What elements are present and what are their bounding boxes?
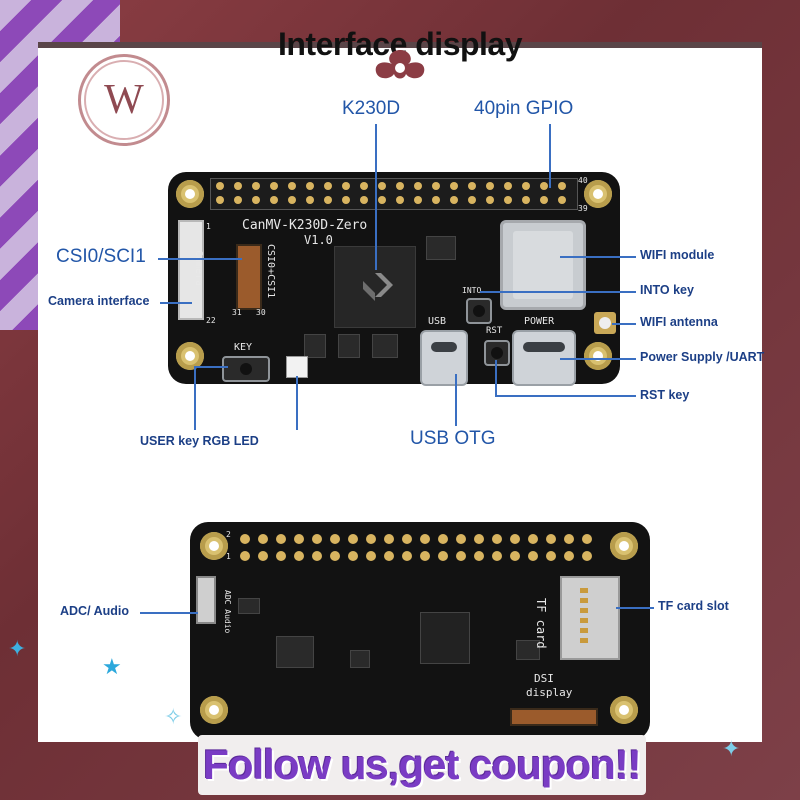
usb-otg-port[interactable] bbox=[420, 330, 468, 386]
label-gpio: 40pin GPIO bbox=[474, 98, 574, 119]
silk-pin-40: 40 bbox=[578, 176, 588, 185]
star-icon: ✧ bbox=[164, 704, 183, 729]
into-key-button[interactable] bbox=[466, 298, 492, 324]
dsi-display-connector bbox=[510, 708, 598, 726]
gpio-pads-icon bbox=[240, 534, 592, 561]
label-wifi-antenna: WIFI antenna bbox=[640, 315, 718, 329]
small-ic bbox=[516, 640, 540, 660]
label-into-key: INTO key bbox=[640, 283, 694, 297]
label-camera-interface: Camera interface bbox=[48, 294, 150, 308]
silk-camera: Camera bbox=[193, 250, 204, 287]
panel-top-bar bbox=[38, 42, 762, 48]
silk-fpc-30: 30 bbox=[256, 308, 266, 317]
coupon-banner[interactable]: Follow us,get coupon!! bbox=[198, 735, 646, 795]
mount-hole bbox=[584, 342, 612, 370]
mount-hole bbox=[200, 696, 228, 724]
label-tf-card-slot: TF card slot bbox=[658, 599, 729, 613]
silk-version: V1.0 bbox=[304, 233, 333, 247]
wifi-module bbox=[500, 220, 586, 310]
label-k230d: K230D bbox=[342, 98, 401, 119]
k230d-logo-icon bbox=[363, 273, 393, 301]
label-adc-audio: ADC/ Audio bbox=[60, 604, 129, 618]
small-ic bbox=[338, 334, 360, 358]
label-wifi-module: WIFI module bbox=[640, 248, 715, 262]
silk-pin-1: 1 bbox=[226, 552, 231, 561]
tf-card-slot[interactable] bbox=[560, 576, 620, 660]
star-icon: ✦ bbox=[8, 636, 27, 661]
logo-letter: W bbox=[84, 60, 164, 140]
star-icon: ✦ bbox=[722, 736, 741, 761]
silk-usb: USB bbox=[428, 316, 447, 327]
mount-hole bbox=[584, 180, 612, 208]
label-csi: CSI0/SCI1 bbox=[56, 246, 146, 267]
mount-hole bbox=[610, 696, 638, 724]
silk-adc-audio: ADC Audio bbox=[223, 590, 232, 634]
rgb-led bbox=[286, 356, 308, 378]
silk-board-name: CanMV-K230D-Zero bbox=[242, 218, 368, 233]
csi-fpc-connector bbox=[236, 244, 262, 310]
small-ic bbox=[372, 334, 398, 358]
gpio-pins-icon bbox=[216, 182, 566, 204]
silk-power: POWER bbox=[524, 316, 555, 327]
silk-key: KEY bbox=[234, 342, 253, 353]
banner-text: Follow us,get coupon!! bbox=[203, 741, 642, 788]
small-ic bbox=[304, 334, 326, 358]
star-icon: ★ bbox=[102, 654, 122, 679]
silk-display: display bbox=[526, 686, 573, 699]
mount-hole bbox=[176, 180, 204, 208]
label-power-supply: Power Supply /UART bbox=[640, 350, 765, 364]
small-ic bbox=[276, 636, 314, 668]
silk-fpc-1: 1 bbox=[206, 222, 211, 231]
silk-rst: RST bbox=[486, 326, 503, 336]
mount-hole bbox=[176, 342, 204, 370]
wifi-antenna-connector bbox=[594, 312, 616, 334]
small-ic bbox=[350, 650, 370, 668]
label-usb-otg: USB OTG bbox=[410, 428, 496, 449]
small-ic bbox=[420, 612, 470, 664]
silk-csi: CSI0+CSI1 bbox=[265, 244, 276, 299]
adc-audio-connector bbox=[196, 576, 216, 624]
small-ic bbox=[426, 236, 456, 260]
small-ic bbox=[238, 598, 260, 614]
silk-fpc-31: 31 bbox=[232, 308, 242, 317]
label-user-key-rgb: USER key RGB LED bbox=[140, 434, 259, 448]
silk-fpc-22: 22 bbox=[206, 316, 216, 325]
mount-hole bbox=[200, 532, 228, 560]
user-key-button[interactable] bbox=[222, 356, 270, 382]
rst-key-button[interactable] bbox=[484, 340, 510, 366]
silk-tf-card: TF card bbox=[534, 598, 548, 649]
silk-pin-2: 2 bbox=[226, 530, 231, 539]
label-rst-key: RST key bbox=[640, 388, 690, 402]
brand-logo: W bbox=[78, 54, 170, 146]
silk-pin-39: 39 bbox=[578, 204, 588, 213]
mount-hole bbox=[610, 532, 638, 560]
ornament-top-icon bbox=[375, 50, 425, 79]
silk-into: INTO bbox=[462, 286, 482, 295]
silk-dsi: DSI bbox=[534, 672, 554, 685]
